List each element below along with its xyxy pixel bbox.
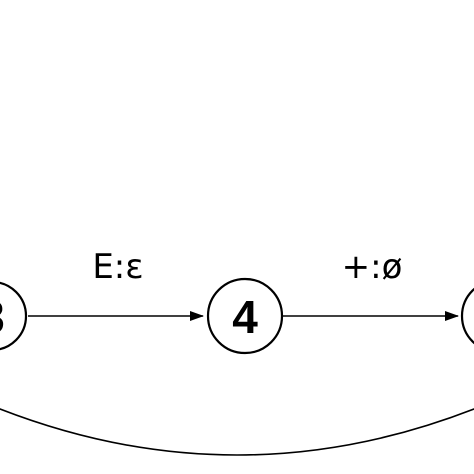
state-node-4: 4 (206, 277, 284, 355)
transition-label: E:ε (92, 247, 143, 287)
state-label: 4 (232, 291, 258, 343)
state-circle (206, 277, 284, 355)
state-label: 3 (0, 291, 5, 343)
transition-4-to-5: +:ø (283, 247, 459, 321)
state-node-3: 3 (0, 281, 28, 351)
transition-label: +:ø (342, 247, 403, 287)
transition-3-to-4: E:ε (28, 247, 204, 321)
bottom-arc-edge (0, 408, 474, 456)
state-circle (0, 281, 28, 351)
state-circle (460, 287, 474, 345)
state-node-5 (460, 287, 474, 345)
